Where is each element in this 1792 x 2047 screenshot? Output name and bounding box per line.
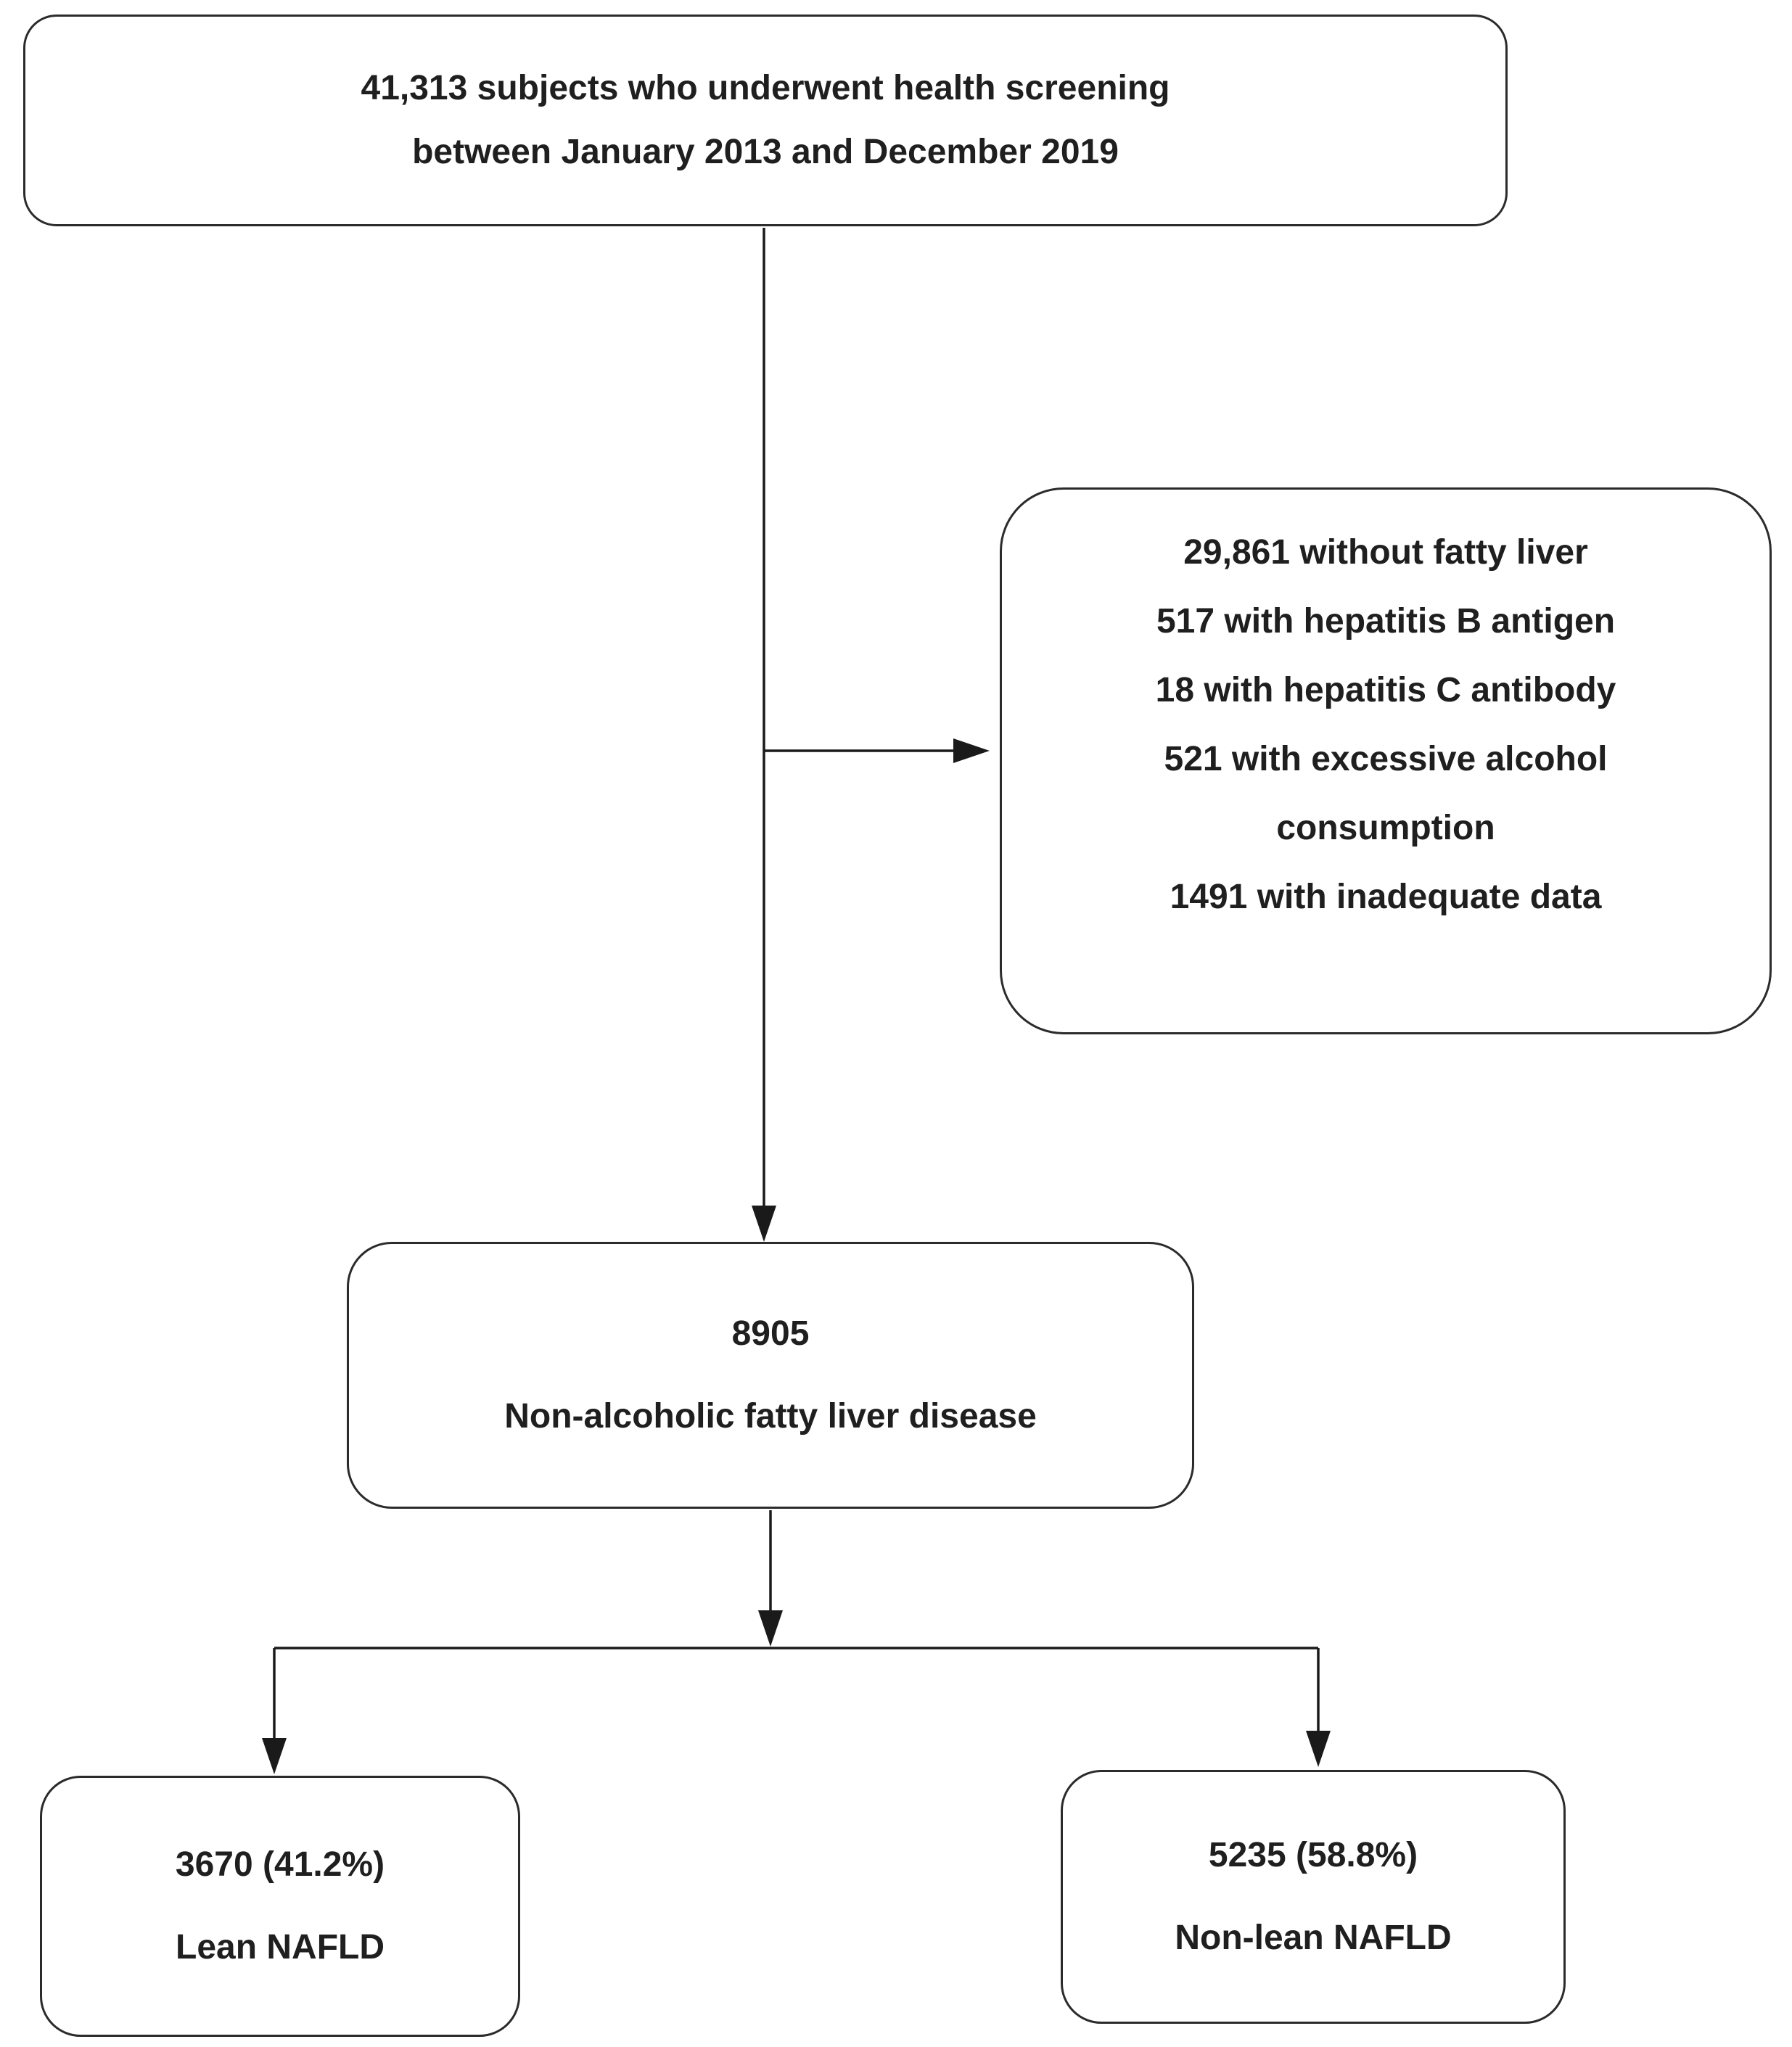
lean-count: 3670 (41.2%): [175, 1845, 385, 1884]
nafld-label: Non-alcoholic fatty liver disease: [504, 1397, 1037, 1436]
node-nonlean-nafld: 5235 (58.8%) Non-lean NAFLD: [1061, 1770, 1566, 2024]
exclusion-line-5: consumption: [1276, 809, 1495, 847]
nonlean-count: 5235 (58.8%): [1208, 1836, 1418, 1874]
nonlean-label: Non-lean NAFLD: [1175, 1919, 1452, 1957]
node-nafld: 8905 Non-alcoholic fatty liver disease: [347, 1242, 1194, 1509]
exclusion-line-4: 521 with excessive alcohol: [1164, 740, 1608, 778]
arrowhead-into-nafld-icon: [752, 1206, 776, 1242]
lean-label: Lean NAFLD: [176, 1928, 385, 1966]
exclusion-line-1: 29,861 without fatty liver: [1183, 533, 1588, 572]
screening-line-2: between January 2013 and December 2019: [412, 133, 1119, 171]
arrowhead-into-exclusions-icon: [953, 738, 990, 763]
node-lean-nafld: 3670 (41.2%) Lean NAFLD: [40, 1776, 520, 2037]
arrowhead-into-nonlean-icon: [1306, 1731, 1331, 1767]
arrowhead-at-split-icon: [758, 1610, 783, 1647]
nafld-count: 8905: [731, 1314, 810, 1353]
exclusion-line-2: 517 with hepatitis B antigen: [1156, 602, 1616, 641]
screening-line-1: 41,313 subjects who underwent health scr…: [361, 69, 1170, 107]
arrowhead-into-lean-icon: [262, 1738, 287, 1774]
node-screening-population: 41,313 subjects who underwent health scr…: [23, 15, 1508, 226]
exclusion-line-3: 18 with hepatitis C antibody: [1155, 671, 1616, 709]
node-exclusions: 29,861 without fatty liver 517 with hepa…: [1000, 487, 1772, 1034]
exclusion-line-6: 1491 with inadequate data: [1170, 878, 1602, 916]
